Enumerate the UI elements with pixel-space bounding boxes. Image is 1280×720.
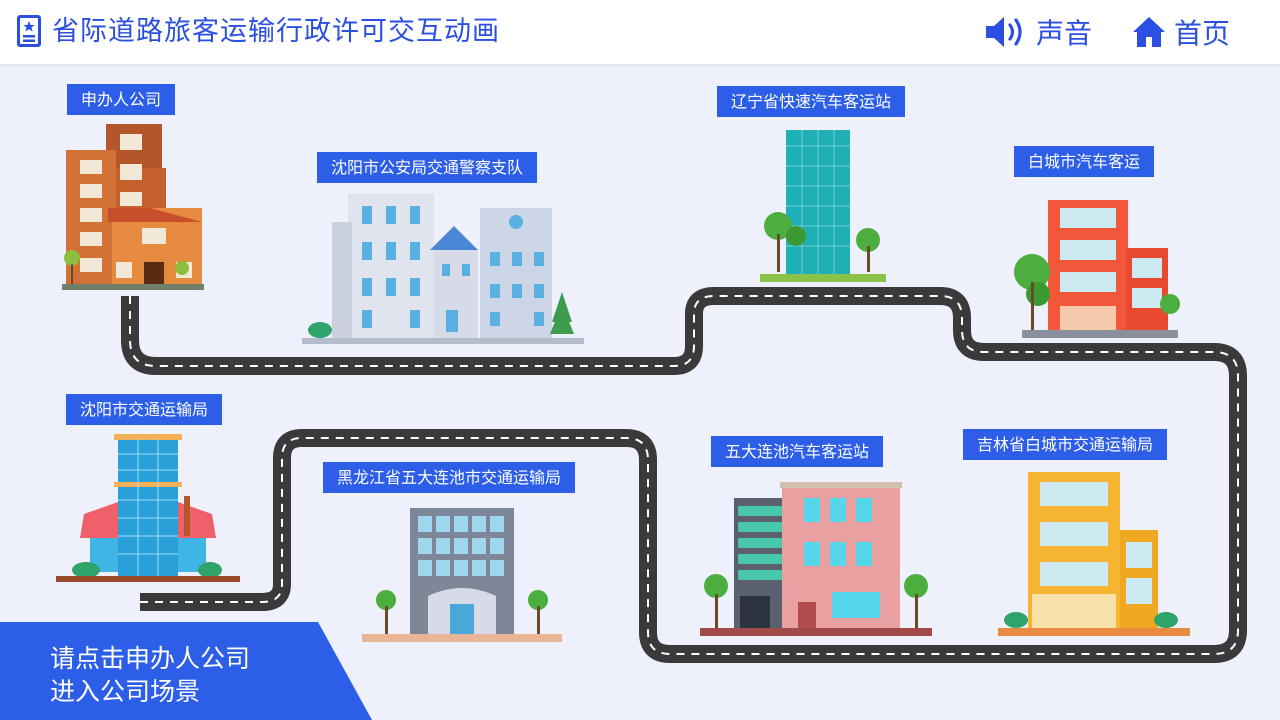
home-button[interactable]: 首页 <box>1132 12 1230 52</box>
home-label: 首页 <box>1174 17 1231 50</box>
heilongjiang-transport-building[interactable] <box>360 506 564 644</box>
hint-panel <box>0 622 372 720</box>
speaker-icon <box>986 17 1022 47</box>
shenyang-transport-building[interactable] <box>56 434 240 584</box>
location-label-shenyang-transport[interactable]: 沈阳市交通运输局 <box>66 394 223 425</box>
document-star-icon <box>17 15 41 47</box>
sound-label: 声音 <box>1036 17 1093 50</box>
location-label-baicheng-bus[interactable]: 白城市汽车客运 <box>1014 146 1155 177</box>
road-map <box>121 287 1247 663</box>
home-icon <box>1133 17 1165 47</box>
location-label-heilongjiang-transport[interactable]: 黑龙江省五大连池市交通运输局 <box>323 462 576 493</box>
hint-line-2: 进入公司场景 <box>50 677 201 706</box>
sound-button[interactable]: 声音 <box>984 12 1092 52</box>
location-label-applicant[interactable]: 申办人公司 <box>67 84 176 115</box>
baicheng-bus-building[interactable] <box>1008 196 1184 340</box>
location-label-shenyang-police[interactable]: 沈阳市公安局交通警察支队 <box>317 152 538 183</box>
liaoning-station-building[interactable] <box>756 126 890 286</box>
location-label-liaoning-station[interactable]: 辽宁省快速汽车客运站 <box>717 86 906 117</box>
hint-line-1: 请点击申办人公司 <box>50 644 251 673</box>
location-label-jilin-transport[interactable]: 吉林省白城市交通运输局 <box>963 429 1168 460</box>
wudalianchi-station-building[interactable] <box>700 480 932 638</box>
jilin-transport-building[interactable] <box>996 470 1192 638</box>
header-bar: 省际道路旅客运输行政许可交互动画 声音 首页 <box>0 0 1280 64</box>
page-title: 省际道路旅客运输行政许可交互动画 <box>52 16 500 47</box>
shenyang-police-building[interactable] <box>302 192 584 346</box>
applicant-company-building[interactable] <box>58 120 208 292</box>
hint-text: 请点击申办人公司 进入公司场景 <box>50 642 250 708</box>
location-label-wudalianchi-station[interactable]: 五大连池汽车客运站 <box>711 436 884 467</box>
